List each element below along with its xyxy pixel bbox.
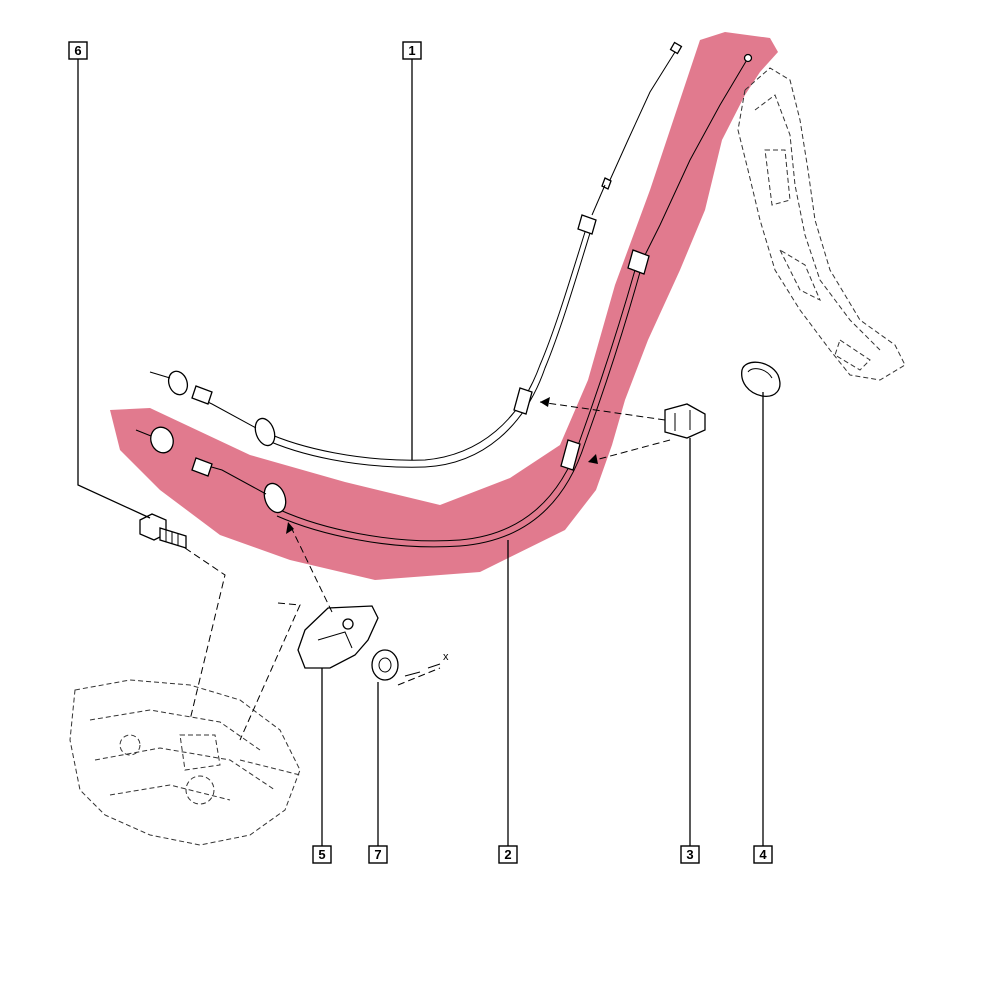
svg-text:1: 1 [408, 43, 415, 58]
svg-text:2: 2 [504, 847, 511, 862]
callout-2: 2 [498, 845, 518, 864]
callout-3: 3 [680, 845, 700, 864]
svg-text:6: 6 [74, 43, 81, 58]
callout-6: 6 [68, 41, 88, 60]
nut-part-7[interactable] [371, 649, 399, 681]
pedal-pad-part-4[interactable] [741, 361, 781, 397]
cable-2-highlight[interactable] [110, 32, 778, 580]
bolt-part-6[interactable] [139, 513, 187, 549]
cable-1[interactable] [149, 41, 683, 468]
gearbox-housing [69, 679, 301, 846]
svg-text:3: 3 [686, 847, 693, 862]
callout-7: 7 [368, 845, 388, 864]
svg-text:4: 4 [759, 847, 767, 862]
bracket-part-5[interactable] [297, 605, 379, 669]
callout-4: 4 [753, 845, 773, 864]
callout-5: 5 [312, 845, 332, 864]
pedal-assembly [737, 67, 906, 381]
callout-1: 1 [402, 41, 422, 60]
cable-2[interactable] [135, 53, 753, 548]
clip-part-3[interactable] [664, 403, 706, 439]
svg-text:5: 5 [318, 847, 325, 862]
dimension-label: x [443, 651, 449, 663]
svg-text:7: 7 [374, 847, 381, 862]
